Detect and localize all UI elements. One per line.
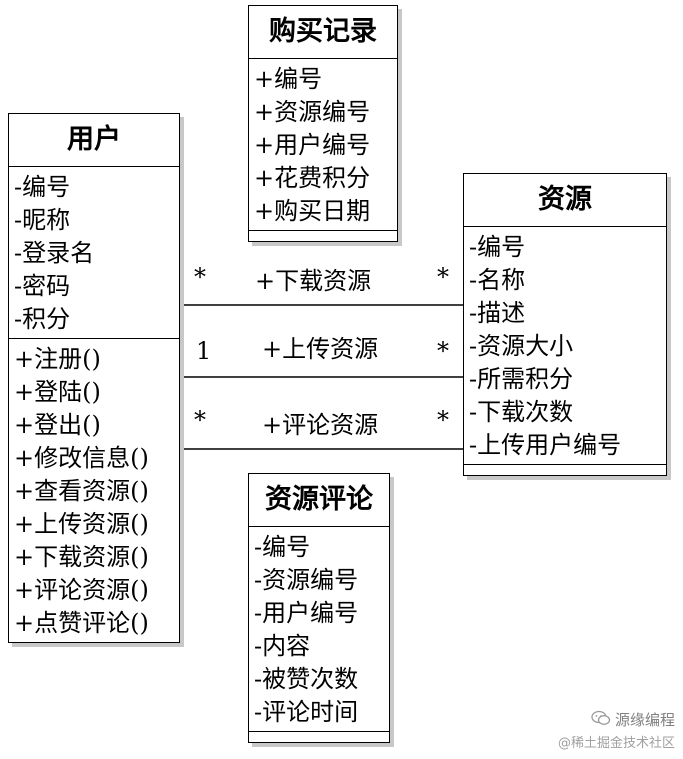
method-section: +注册() +登陆() +登出() +修改信息() +查看资源() +上传资源(… xyxy=(9,338,179,642)
class-user: 用户 -编号 -昵称 -登录名 -密码 -积分 +注册() +登陆() +登出(… xyxy=(8,113,180,643)
attribute: -被赞次数 xyxy=(254,665,359,693)
multiplicity-upload-left: 1 xyxy=(196,337,212,365)
method: +登陆() xyxy=(14,378,101,406)
method: +注册() xyxy=(14,345,101,373)
class-name: 购买记录 xyxy=(249,6,397,59)
attribute: -昵称 xyxy=(14,206,71,234)
attribute: -上传用户编号 xyxy=(469,431,622,459)
class-name: 用户 xyxy=(9,114,179,167)
attribute: -编号 xyxy=(469,233,526,261)
attribute: -内容 xyxy=(254,632,311,660)
method: +点赞评论() xyxy=(14,609,149,637)
attribute: +资源编号 xyxy=(254,98,371,126)
class-resource-comment: 资源评论 -编号 -资源编号 -用户编号 -内容 -被赞次数 -评论时间 xyxy=(248,473,390,743)
attribute: -登录名 xyxy=(14,239,95,267)
class-name: 资源评论 xyxy=(249,474,389,527)
attribute: -资源编号 xyxy=(254,566,359,594)
attribute: -编号 xyxy=(14,173,71,201)
class-resource: 资源 -编号 -名称 -描述 -资源大小 -所需积分 -下载次数 -上传用户编号 xyxy=(463,173,667,476)
class-purchase-record: 购买记录 +编号 +资源编号 +用户编号 +花费积分 +购买日期 xyxy=(248,5,398,242)
watermark-brand: 源缘编程 xyxy=(614,711,675,729)
attribute: -资源大小 xyxy=(469,332,574,360)
attribute: -密码 xyxy=(14,272,71,300)
multiplicity-comment-left: * xyxy=(194,406,206,434)
relation-label-comment: +评论资源 xyxy=(262,411,379,439)
method-section xyxy=(464,464,666,475)
method: +下载资源() xyxy=(14,543,149,571)
attribute: -所需积分 xyxy=(469,365,574,393)
wechat-icon xyxy=(591,710,611,730)
attribute: -评论时间 xyxy=(254,698,359,726)
attribute: +花费积分 xyxy=(254,164,371,192)
attribute: -描述 xyxy=(469,299,526,327)
attribute: -下载次数 xyxy=(469,398,574,426)
attribute-section: -编号 -名称 -描述 -资源大小 -所需积分 -下载次数 -上传用户编号 xyxy=(464,227,666,464)
relation-label-upload: +上传资源 xyxy=(262,335,379,363)
method: +评论资源() xyxy=(14,576,149,604)
attribute: -编号 xyxy=(254,533,311,561)
method-section xyxy=(249,230,397,241)
watermark-site: @稀土掘金技术社区 xyxy=(557,736,675,751)
class-name: 资源 xyxy=(464,174,666,227)
attribute: -用户编号 xyxy=(254,599,359,627)
attribute: -积分 xyxy=(14,305,71,333)
attribute: +购买日期 xyxy=(254,197,371,225)
multiplicity-download-right: * xyxy=(437,263,449,291)
attribute: +编号 xyxy=(254,65,323,93)
method: +上传资源() xyxy=(14,510,149,538)
attribute: -名称 xyxy=(469,266,526,294)
watermark: 源缘编程 @稀土掘金技术社区 xyxy=(558,709,675,751)
multiplicity-comment-right: * xyxy=(437,406,449,434)
relation-label-download: +下载资源 xyxy=(255,267,372,295)
multiplicity-download-left: * xyxy=(194,263,206,291)
attribute-section: +编号 +资源编号 +用户编号 +花费积分 +购买日期 xyxy=(249,59,397,230)
multiplicity-upload-right: * xyxy=(437,337,449,365)
method-section xyxy=(249,731,389,742)
attribute: +用户编号 xyxy=(254,131,371,159)
method: +修改信息() xyxy=(14,444,149,472)
attribute-section: -编号 -昵称 -登录名 -密码 -积分 xyxy=(9,167,179,338)
attribute-section: -编号 -资源编号 -用户编号 -内容 -被赞次数 -评论时间 xyxy=(249,527,389,731)
method: +登出() xyxy=(14,411,101,439)
method: +查看资源() xyxy=(14,477,149,505)
